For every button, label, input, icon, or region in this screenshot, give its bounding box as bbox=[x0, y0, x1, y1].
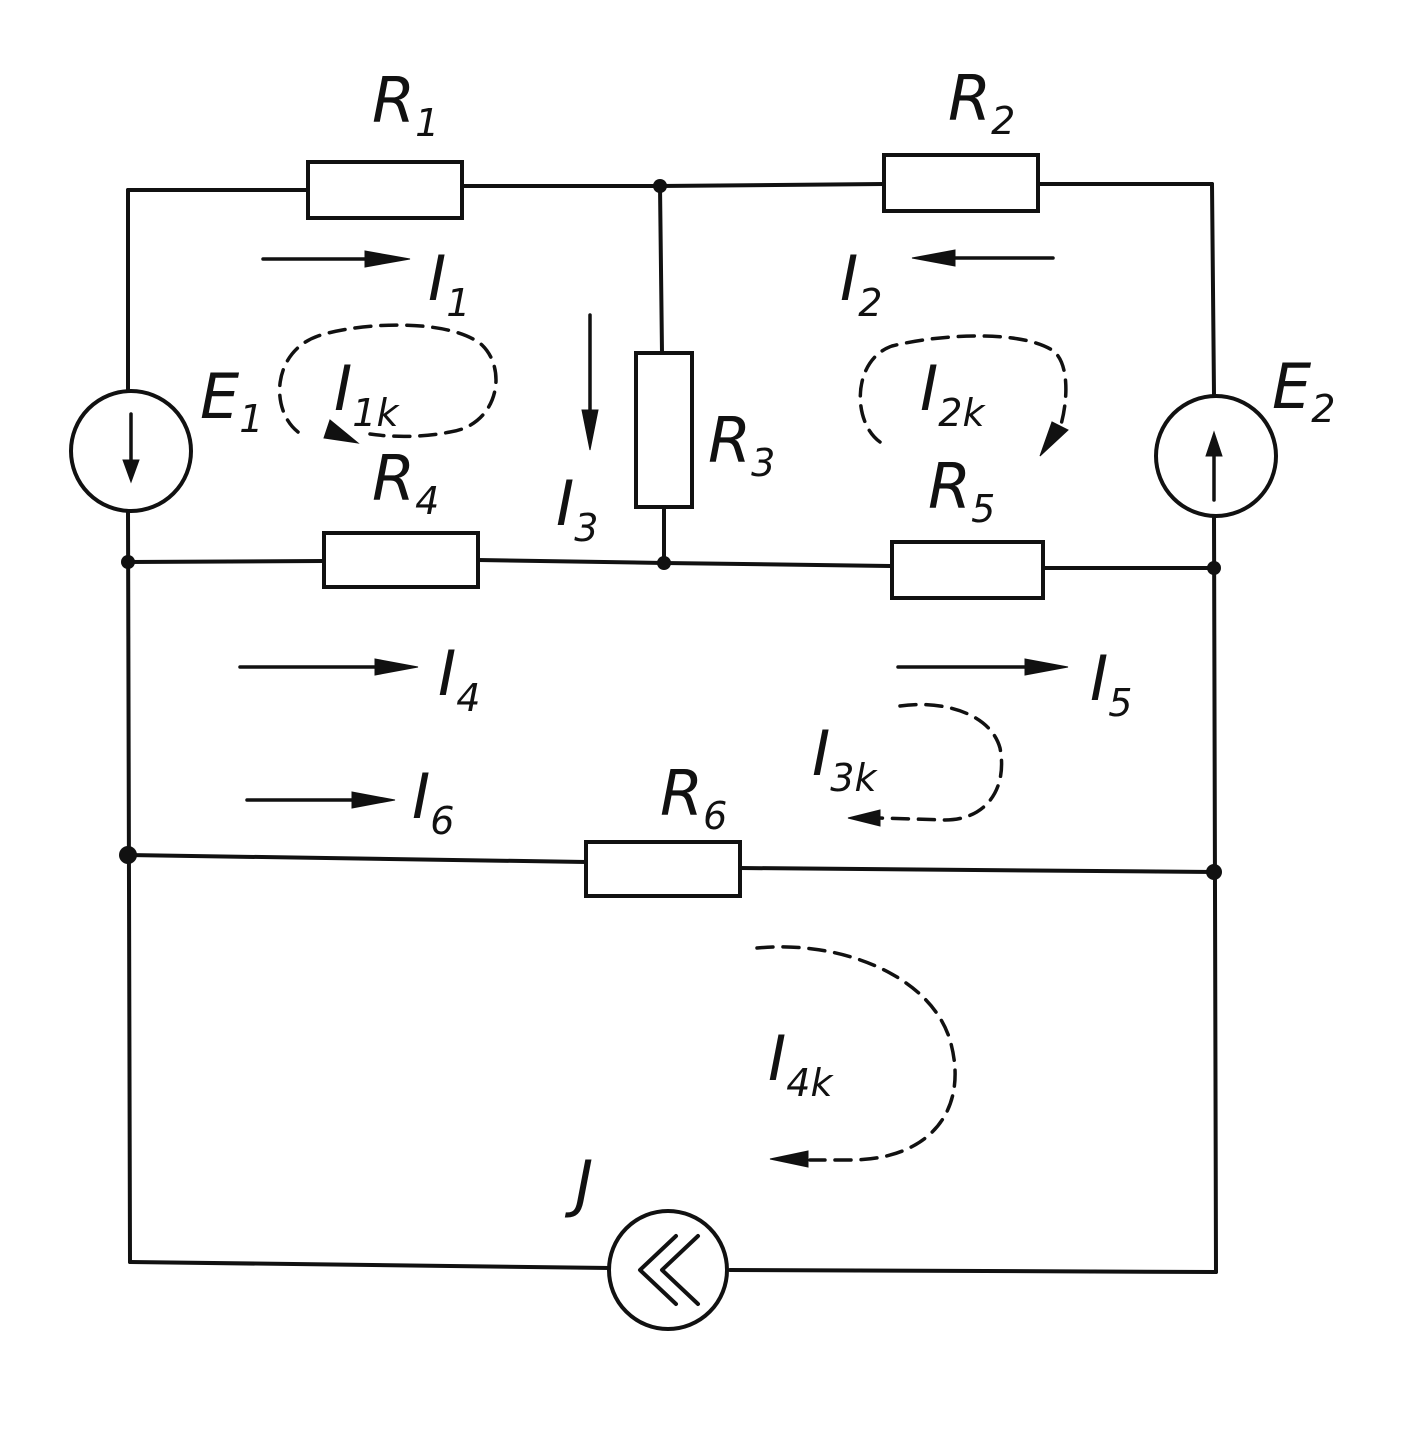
arrow-i1 bbox=[261, 250, 411, 268]
arrow-i3 bbox=[581, 313, 599, 451]
resistor-r2 bbox=[882, 153, 1040, 213]
label-r5: R5 bbox=[928, 450, 995, 531]
label-j: J bbox=[564, 1147, 593, 1220]
label-i2k: I2k bbox=[920, 352, 986, 435]
label-r1: R1 bbox=[372, 64, 439, 145]
arrow-i4 bbox=[238, 658, 419, 676]
label-i5: I5 bbox=[1090, 642, 1132, 725]
wire-mid-left bbox=[126, 559, 326, 564]
wire-r6-left bbox=[126, 853, 588, 864]
wire-right-upper bbox=[1210, 182, 1216, 397]
label-r6: R6 bbox=[660, 757, 727, 838]
node-mid-left bbox=[121, 555, 135, 569]
label-r4: R4 bbox=[372, 442, 439, 523]
label-e1: E1 bbox=[200, 360, 263, 441]
wire-r3-top bbox=[658, 184, 664, 355]
wire-mid-center bbox=[476, 558, 894, 568]
voltage-source-e1 bbox=[69, 389, 193, 513]
loop-i2k bbox=[858, 334, 1069, 457]
loop-i3k bbox=[847, 702, 1004, 827]
resistor-r6 bbox=[584, 840, 742, 898]
node-mid-right bbox=[1207, 561, 1221, 575]
node-mid-center bbox=[657, 556, 671, 570]
loop-i4k bbox=[755, 945, 957, 1168]
arrow-i2 bbox=[911, 249, 1055, 267]
label-i3k: I3k bbox=[812, 717, 878, 800]
resistor-r5 bbox=[890, 540, 1045, 600]
wire-r6-right bbox=[738, 866, 1216, 874]
wire-bottom-right bbox=[728, 1268, 1218, 1274]
arrow-i6 bbox=[245, 791, 396, 809]
label-i4: I4 bbox=[438, 637, 480, 720]
label-i3: I3 bbox=[556, 467, 598, 550]
label-i1k: I1k bbox=[334, 352, 400, 435]
label-i2: I2 bbox=[840, 242, 882, 325]
label-i4k: I4k bbox=[768, 1022, 834, 1105]
loop-i1k bbox=[277, 323, 498, 444]
node-r6-left bbox=[119, 846, 137, 864]
node-r6-right bbox=[1206, 864, 1222, 880]
wire-top-middle bbox=[460, 182, 886, 188]
label-e2: E2 bbox=[1272, 350, 1335, 431]
label-i1: I1 bbox=[428, 242, 470, 325]
label-r3: R3 bbox=[708, 404, 775, 485]
arrow-i5 bbox=[896, 658, 1069, 676]
voltage-source-e2 bbox=[1154, 394, 1278, 518]
resistor-r1 bbox=[306, 160, 464, 220]
label-r2: R2 bbox=[948, 62, 1015, 143]
label-i6: I6 bbox=[412, 760, 454, 843]
resistor-r3 bbox=[634, 351, 694, 509]
current-source-j bbox=[607, 1209, 729, 1331]
wires bbox=[126, 182, 1218, 1274]
resistor-r4 bbox=[322, 531, 480, 589]
wire-right-lower bbox=[1212, 513, 1218, 1274]
node-top-middle bbox=[653, 179, 667, 193]
wire-left-lower bbox=[126, 508, 132, 1264]
wire-bottom-left bbox=[128, 1260, 612, 1270]
